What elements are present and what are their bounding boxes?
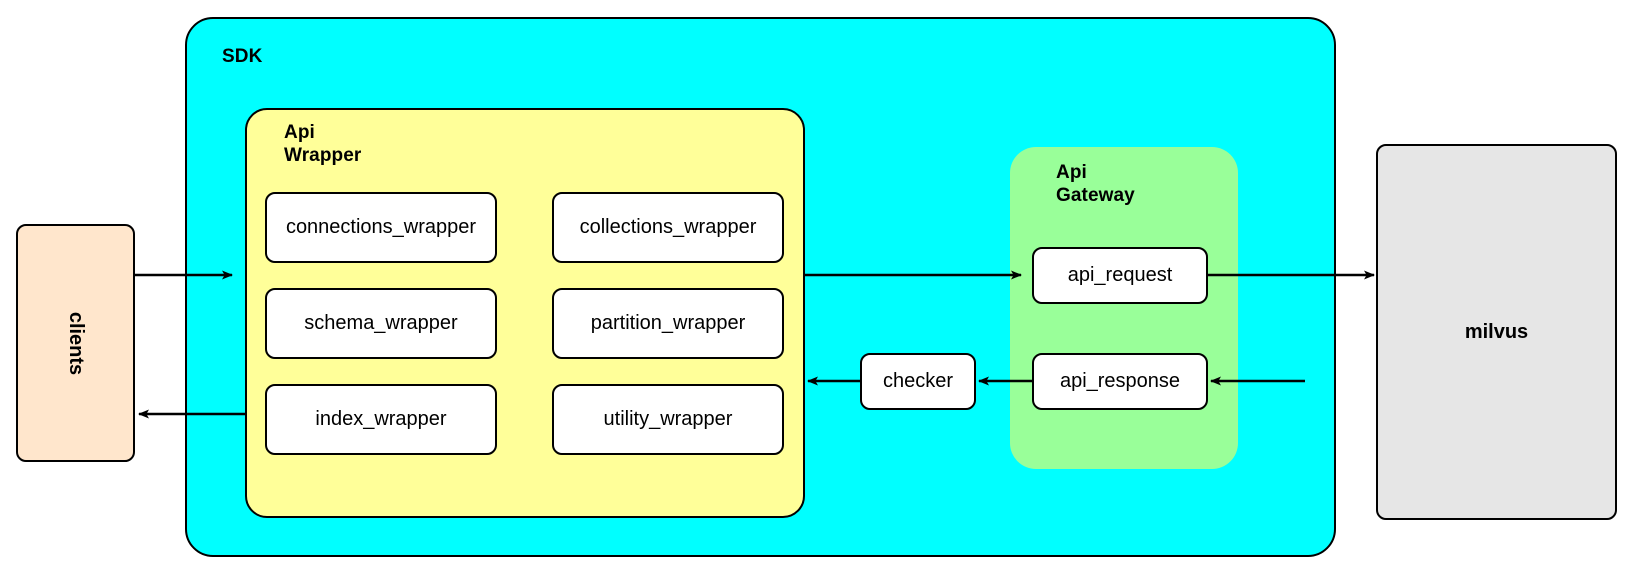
box-milvus-label: milvus: [1464, 320, 1529, 343]
box-api-request-label: api_request: [1067, 264, 1173, 286]
box-partition-wrapper-label: partition_wrapper: [590, 312, 746, 334]
box-api-response[interactable]: api_response: [1032, 353, 1208, 410]
box-collections-wrapper-label: collections_wrapper: [579, 216, 757, 238]
container-api-wrapper-label: Api Wrapper: [284, 122, 362, 166]
container-sdk-label: SDK: [222, 46, 263, 67]
box-index-wrapper-label: index_wrapper: [315, 408, 447, 430]
box-api-request[interactable]: api_request: [1032, 247, 1208, 304]
box-collections-wrapper[interactable]: collections_wrapper: [552, 192, 784, 263]
box-connections-wrapper[interactable]: connections_wrapper: [265, 192, 497, 263]
box-utility-wrapper[interactable]: utility_wrapper: [552, 384, 784, 455]
box-partition-wrapper[interactable]: partition_wrapper: [552, 288, 784, 359]
box-milvus[interactable]: milvus: [1376, 144, 1617, 520]
box-connections-wrapper-label: connections_wrapper: [285, 216, 477, 238]
box-clients[interactable]: clients: [16, 224, 135, 462]
box-checker-label: checker: [882, 370, 954, 392]
box-schema-wrapper[interactable]: schema_wrapper: [265, 288, 497, 359]
box-checker[interactable]: checker: [860, 353, 976, 410]
box-api-response-label: api_response: [1059, 370, 1181, 392]
box-index-wrapper[interactable]: index_wrapper: [265, 384, 497, 455]
box-utility-wrapper-label: utility_wrapper: [603, 408, 733, 430]
container-api-gateway-label: Api Gateway: [1056, 162, 1135, 206]
box-schema-wrapper-label: schema_wrapper: [304, 312, 458, 334]
box-clients-label: clients: [64, 311, 87, 375]
container-api-gateway[interactable]: Api Gateway: [1010, 147, 1238, 469]
